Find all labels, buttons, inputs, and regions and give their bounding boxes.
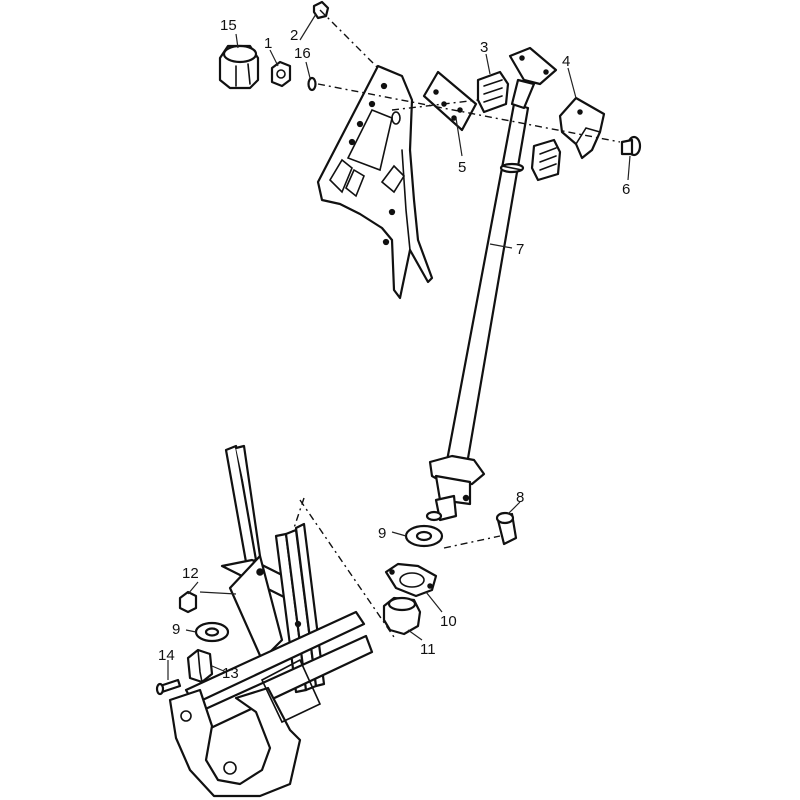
callout-5: 5 [458,159,466,176]
part-2-nut [312,0,330,20]
callout-12: 12 [182,565,199,582]
callout-9-lower: 9 [172,621,180,638]
callout-14: 14 [158,647,175,664]
callouts: 15 1 2 16 3 4 5 6 7 8 9 10 11 12 9 14 13 [158,17,630,682]
part-8-bolt [495,511,518,546]
part-3-clamp-half [476,70,562,182]
callout-8: 8 [516,489,524,506]
part-14-bolt [155,678,182,696]
callout-9-upper: 9 [378,525,386,542]
callout-7: 7 [516,241,524,258]
callout-4: 4 [562,53,570,70]
part-15-cap [218,44,260,90]
leader-lines [167,13,631,680]
callout-3: 3 [480,39,488,56]
part-6-pin [620,135,642,157]
part-4-bracket [558,96,606,160]
part-13-hex-nut [186,648,214,684]
callout-16: 16 [294,45,311,62]
part-1-nut [270,60,292,88]
upper-bracket-plate [316,64,434,300]
part-9-washer-upper [404,524,444,548]
part-11-bushing [382,596,422,636]
callout-6: 6 [622,181,630,198]
callout-11: 11 [420,641,436,658]
part-7-steering-column [425,46,558,522]
part-12-nut [178,590,198,614]
part-5-mounting-plate [422,70,478,132]
part-10-flange [384,562,438,598]
callout-2: 2 [290,27,298,44]
lower-frame-assembly [168,444,374,798]
callout-1: 1 [264,35,272,52]
callout-13: 13 [222,665,239,682]
callout-15: 15 [220,17,237,34]
assembly-lines [291,9,621,641]
part-16-washer [307,76,317,92]
callout-10: 10 [440,613,457,630]
part-9-washer-lower [194,621,230,643]
